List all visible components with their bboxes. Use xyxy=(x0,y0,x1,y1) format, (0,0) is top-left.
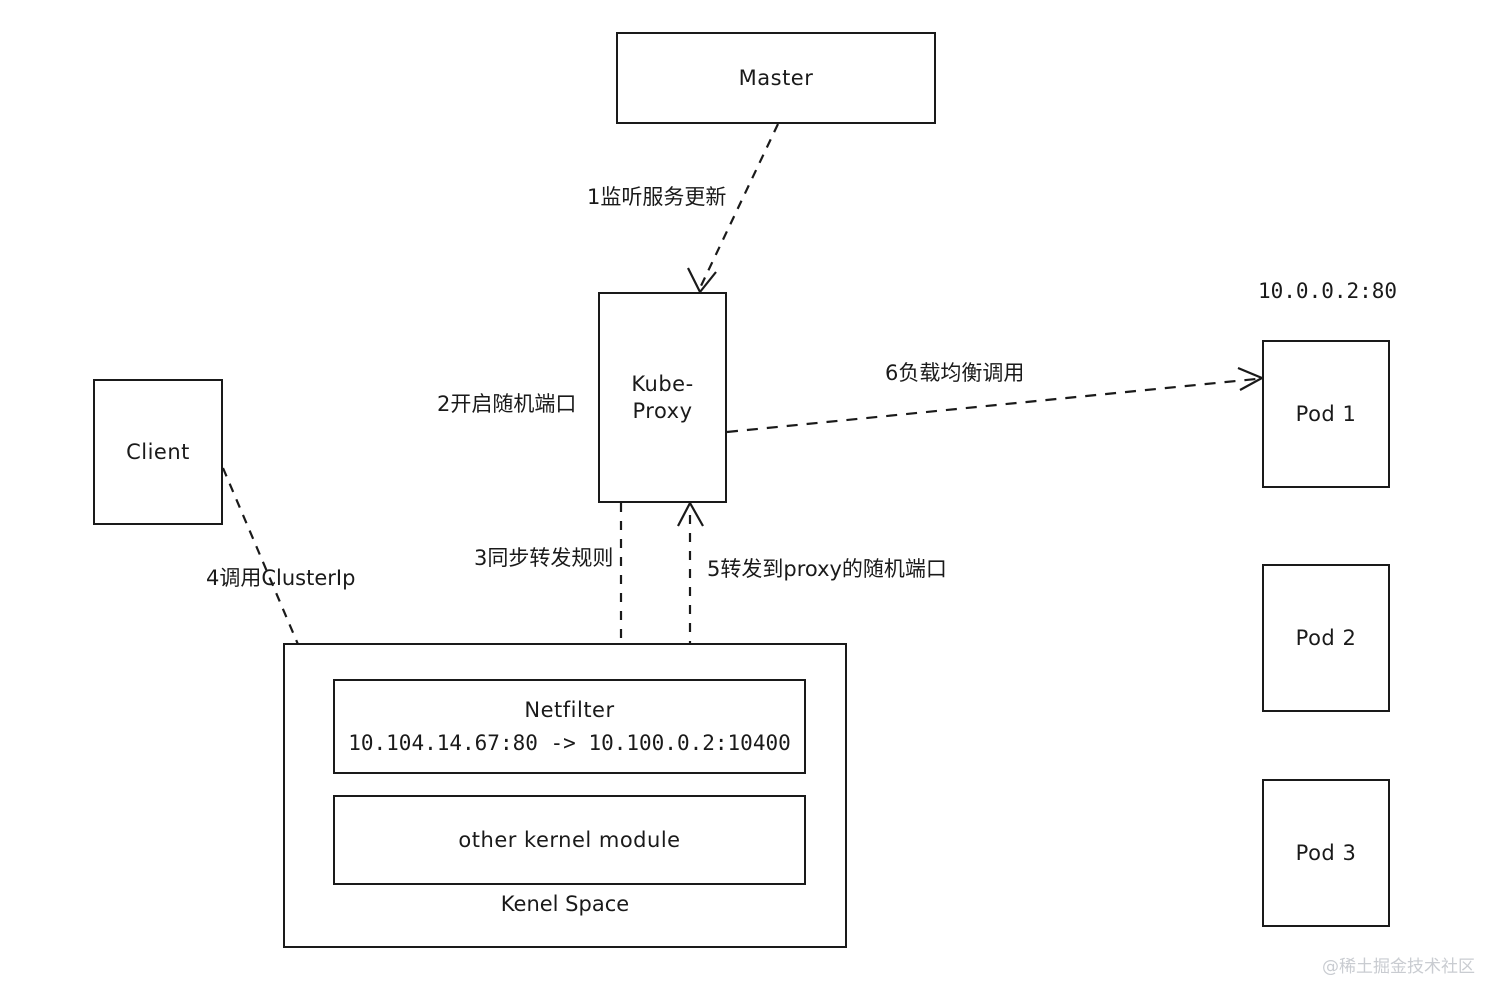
node-client-label: Client xyxy=(126,439,190,464)
edge-step3 xyxy=(606,503,636,669)
node-kube-proxy[interactable]: Kube- Proxy xyxy=(598,292,727,503)
node-pod-2-label: Pod 2 xyxy=(1295,625,1357,650)
node-pod-1-label: Pod 1 xyxy=(1295,401,1357,426)
node-client[interactable]: Client xyxy=(93,379,223,525)
edge-label-step6: 6负载均衡调用 xyxy=(885,361,1025,385)
node-master[interactable]: Master xyxy=(616,32,936,124)
node-pod-2[interactable]: Pod 2 xyxy=(1262,564,1390,712)
node-kernel-space-label: Kenel Space xyxy=(500,892,630,917)
node-pod-3-label: Pod 3 xyxy=(1295,840,1357,865)
edge-label-step2: 2开启随机端口 xyxy=(437,392,577,416)
node-netfilter-label: Netfilter xyxy=(524,697,615,722)
node-master-label: Master xyxy=(738,65,814,90)
node-other-kernel-module-label: other kernel module xyxy=(458,827,681,852)
node-kube-proxy-label: Kube- Proxy xyxy=(631,371,694,423)
node-netfilter[interactable]: Netfilter 10.104.14.67:80 -> 10.100.0.2:… xyxy=(333,679,806,774)
edge-label-step1: 1监听服务更新 xyxy=(587,185,727,209)
edge-label-step4: 4调用ClusterIp xyxy=(206,566,356,590)
node-pod-3[interactable]: Pod 3 xyxy=(1262,779,1390,927)
edge-label-step3: 3同步转发规则 xyxy=(474,546,614,570)
pod-1-endpoint-label: 10.0.0.2:80 xyxy=(1258,279,1398,303)
edge-label-step5: 5转发到proxy的随机端口 xyxy=(707,557,947,581)
node-netfilter-rule: 10.104.14.67:80 -> 10.100.0.2:10400 xyxy=(348,730,791,755)
watermark: @稀土掘金技术社区 xyxy=(1322,957,1475,977)
node-pod-1[interactable]: Pod 1 xyxy=(1262,340,1390,488)
node-other-kernel-module[interactable]: other kernel module xyxy=(333,795,806,885)
